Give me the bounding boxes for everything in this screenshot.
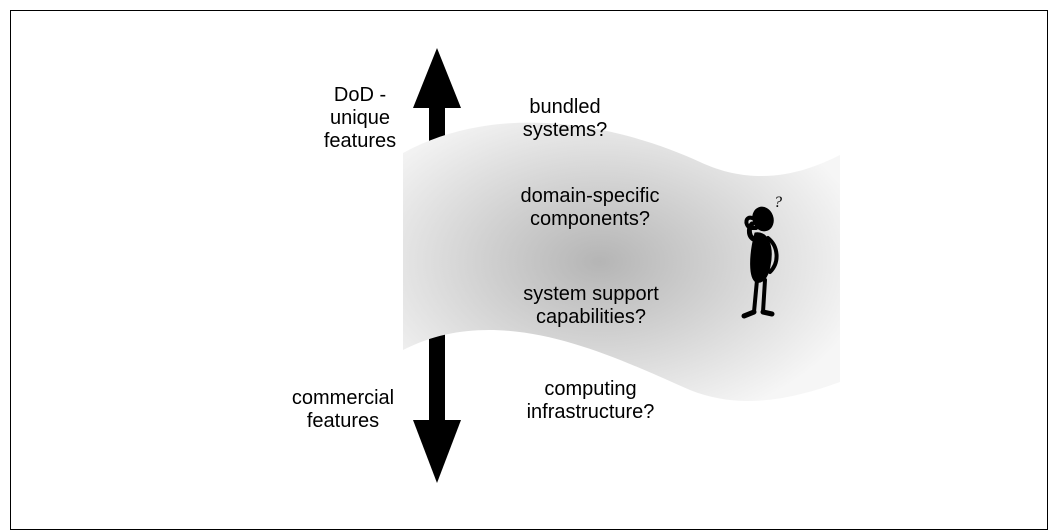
diagram-canvas: ? xyxy=(403,48,840,483)
layer-computing-infrastructure: computing infrastructure? xyxy=(526,378,655,423)
question-mark-glyph: ? xyxy=(774,194,782,211)
layer-domain-specific-components: domain-specific components? xyxy=(520,185,660,230)
puzzled-person-icon: ? xyxy=(741,194,782,319)
layer-system-support-capabilities: system support capabilities? xyxy=(523,283,659,328)
arrow-head-up xyxy=(413,48,461,108)
commercial-features-label: commercial features xyxy=(291,387,395,432)
dod-unique-features-label: DoD - unique features xyxy=(323,84,397,152)
wavy-band xyxy=(403,122,840,402)
layer-bundled-systems: bundled systems? xyxy=(522,96,608,141)
arrow-head-down xyxy=(413,420,461,483)
